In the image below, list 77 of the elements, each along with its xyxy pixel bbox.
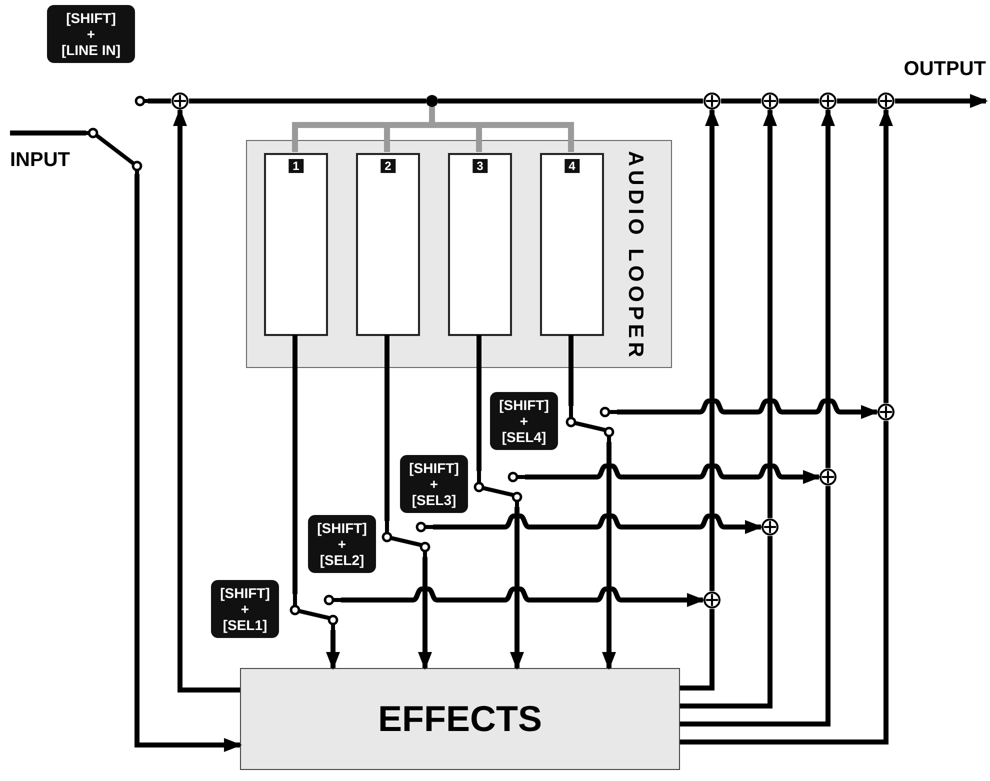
track-slot bbox=[540, 153, 604, 336]
signal-line bbox=[680, 536, 772, 708]
arrow bbox=[326, 630, 340, 670]
signal-line bbox=[779, 98, 819, 104]
key-label: [SEL4] bbox=[502, 429, 546, 445]
signal-line bbox=[384, 335, 390, 521]
signal-line bbox=[721, 98, 761, 104]
switch-symbol bbox=[381, 521, 433, 557]
signal-line bbox=[837, 98, 877, 104]
signal-line bbox=[189, 98, 426, 104]
junction-dot bbox=[426, 95, 438, 107]
key-label: [SHIFT] bbox=[409, 460, 459, 476]
signal-line bbox=[10, 130, 86, 136]
key-label: + bbox=[86, 26, 96, 42]
key-combo-badge bbox=[490, 392, 558, 450]
arrow bbox=[341, 586, 705, 607]
arrow bbox=[617, 398, 879, 419]
track-number: 4 bbox=[564, 159, 580, 173]
key-label: [SHIFT] bbox=[220, 585, 270, 601]
key-label: [SHIFT] bbox=[66, 10, 116, 26]
arrow bbox=[879, 108, 893, 403]
signal-label: OUTPUT bbox=[904, 58, 986, 81]
signal-line bbox=[568, 335, 574, 406]
arrow bbox=[510, 507, 524, 670]
track-slot bbox=[264, 153, 328, 336]
arrow bbox=[134, 174, 242, 752]
key-label: [SEL3] bbox=[412, 492, 456, 508]
signal-line bbox=[438, 98, 703, 104]
key-combo-badge bbox=[47, 5, 135, 63]
key-label: + bbox=[338, 536, 346, 552]
key-label: [SEL2] bbox=[320, 552, 364, 568]
arrow bbox=[763, 108, 777, 518]
summing-junction bbox=[877, 403, 895, 421]
key-label: [LINE IN] bbox=[61, 42, 121, 58]
key-combo-badge bbox=[211, 580, 279, 638]
panel-title: AUDIO LOOPER bbox=[623, 151, 647, 362]
arrow bbox=[525, 464, 821, 484]
switch-symbol bbox=[86, 94, 148, 174]
summing-junction bbox=[761, 92, 779, 110]
signal-line bbox=[680, 609, 714, 690]
signal-line bbox=[476, 335, 482, 471]
arrow bbox=[821, 108, 835, 468]
signal-line bbox=[292, 335, 298, 594]
signal-line bbox=[148, 98, 171, 104]
signal-line bbox=[680, 486, 830, 726]
effects-block: EFFECTS bbox=[240, 668, 680, 770]
key-combo-badge bbox=[308, 515, 376, 573]
summing-junction bbox=[703, 92, 721, 110]
track-number: 2 bbox=[380, 159, 396, 173]
track-slot bbox=[448, 153, 512, 336]
arrow bbox=[705, 108, 719, 591]
arrow bbox=[173, 108, 240, 692]
key-label: [SHIFT] bbox=[317, 520, 367, 536]
summing-junction bbox=[761, 518, 779, 536]
signal-line bbox=[680, 421, 888, 744]
switch-symbol bbox=[289, 594, 341, 630]
arrow bbox=[895, 94, 988, 108]
key-label: [SHIFT] bbox=[499, 397, 549, 413]
track-number: 1 bbox=[288, 159, 304, 173]
signal-label: INPUT bbox=[10, 149, 70, 172]
switch-symbol bbox=[473, 471, 525, 507]
looper-panel bbox=[246, 140, 672, 368]
arrow bbox=[433, 514, 763, 534]
summing-junction bbox=[819, 468, 837, 486]
summing-junction bbox=[703, 591, 721, 609]
switch-symbol bbox=[565, 406, 617, 442]
key-label: + bbox=[240, 601, 250, 617]
key-label: + bbox=[520, 413, 528, 429]
summing-junction bbox=[819, 92, 837, 110]
key-label: + bbox=[430, 476, 438, 492]
summing-junction bbox=[877, 92, 895, 110]
track-number: 3 bbox=[472, 159, 488, 173]
key-label: [SEL1] bbox=[222, 617, 268, 633]
key-combo-badge bbox=[400, 455, 468, 513]
arrow bbox=[418, 557, 432, 670]
summing-junction bbox=[171, 92, 189, 110]
track-slot bbox=[356, 153, 420, 336]
